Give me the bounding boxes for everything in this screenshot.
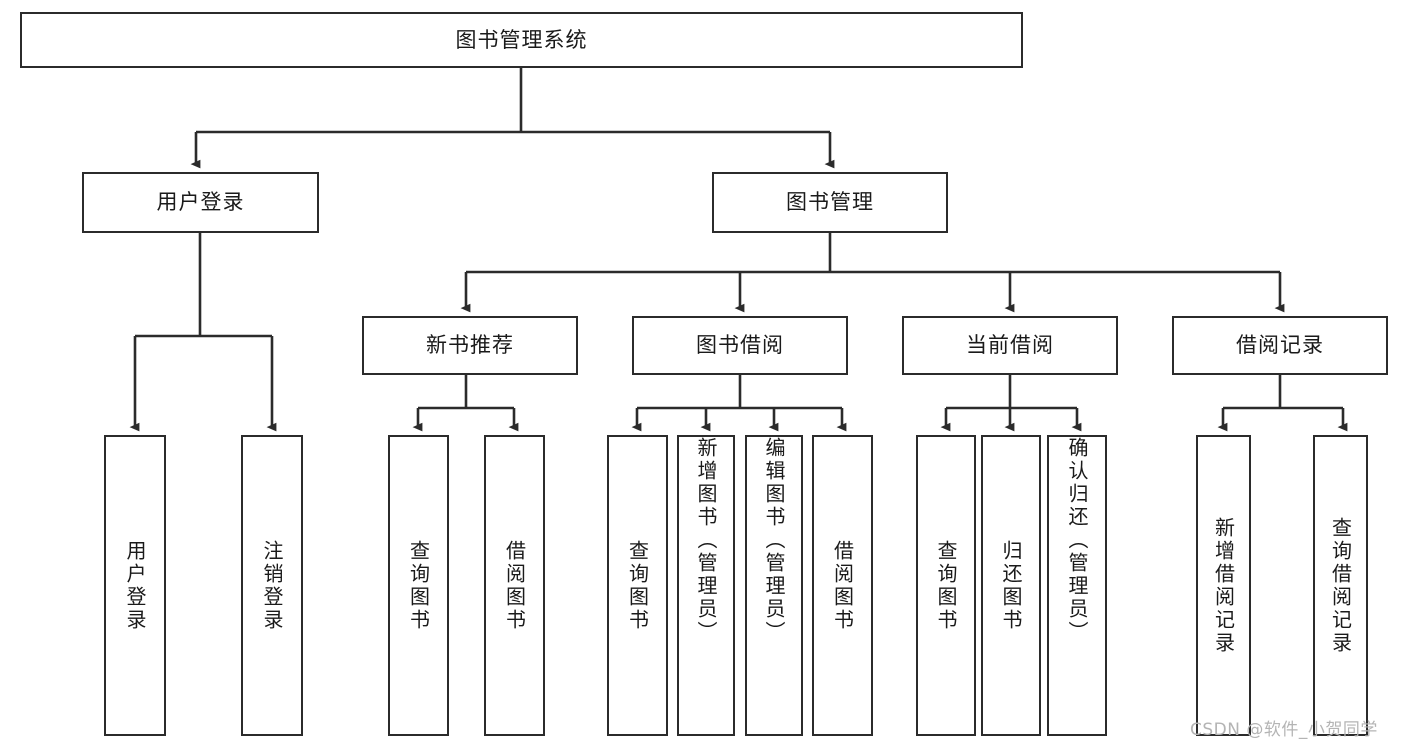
node-new-book-recommend[interactable]: 新书推荐 (362, 316, 578, 375)
node-book-borrow[interactable]: 图书借阅 (632, 316, 848, 375)
leaf-borrow-borrow-book[interactable]: 借阅图书 (812, 435, 873, 736)
leaf-record-add-record[interactable]: 新增借阅记录 (1196, 435, 1251, 736)
leaf-borrow-query-book[interactable]: 查询图书 (607, 435, 668, 736)
leaf-label: 编辑图书（管理员） (762, 437, 786, 644)
leaf-label: 确认归还（管理员） (1065, 437, 1089, 644)
csdn-watermark: CSDN @软件_小贺同学 (1190, 715, 1378, 740)
node-current-borrow[interactable]: 当前借阅 (902, 316, 1118, 375)
node-root[interactable]: 图书管理系统 (20, 12, 1023, 68)
leaf-label: 查询图书 (406, 539, 431, 632)
leaf-label: 新增借阅记录 (1211, 516, 1236, 655)
leaf-user-login-logout[interactable]: 注销登录 (241, 435, 303, 736)
leaf-label: 归还图书 (999, 539, 1023, 632)
leaf-recommend-borrow-book[interactable]: 借阅图书 (484, 435, 545, 736)
leaf-label: 查询借阅记录 (1328, 516, 1353, 655)
node-current-borrow-label: 当前借阅 (966, 333, 1054, 358)
leaf-label: 用户登录 (123, 539, 147, 632)
leaf-current-query-book[interactable]: 查询图书 (916, 435, 976, 736)
node-user-login[interactable]: 用户登录 (82, 172, 319, 233)
leaf-label: 借阅图书 (830, 539, 855, 632)
leaf-label: 注销登录 (260, 539, 284, 632)
leaf-borrow-edit-book-admin[interactable]: 编辑图书（管理员） (745, 435, 803, 736)
watermark-text: CSDN @软件_小贺同学 (1190, 720, 1378, 740)
leaf-borrow-add-book-admin[interactable]: 新增图书（管理员） (677, 435, 735, 736)
node-borrow-record-label: 借阅记录 (1236, 333, 1324, 358)
leaf-current-confirm-return-admin[interactable]: 确认归还（管理员） (1047, 435, 1107, 736)
node-book-borrow-label: 图书借阅 (696, 333, 784, 358)
leaf-current-return-book[interactable]: 归还图书 (981, 435, 1041, 736)
leaf-label: 查询图书 (625, 539, 650, 632)
node-book-management-label: 图书管理 (786, 190, 874, 215)
leaf-user-login-login[interactable]: 用户登录 (104, 435, 166, 736)
leaf-label: 查询图书 (934, 539, 958, 632)
leaf-record-query-record[interactable]: 查询借阅记录 (1313, 435, 1368, 736)
node-borrow-record[interactable]: 借阅记录 (1172, 316, 1388, 375)
leaf-label: 新增图书（管理员） (694, 437, 718, 644)
node-user-login-label: 用户登录 (156, 190, 245, 215)
node-book-management[interactable]: 图书管理 (712, 172, 948, 233)
node-new-book-recommend-label: 新书推荐 (426, 333, 514, 358)
node-root-label: 图书管理系统 (455, 27, 588, 52)
leaf-recommend-query-book[interactable]: 查询图书 (388, 435, 449, 736)
leaf-label: 借阅图书 (502, 539, 527, 632)
